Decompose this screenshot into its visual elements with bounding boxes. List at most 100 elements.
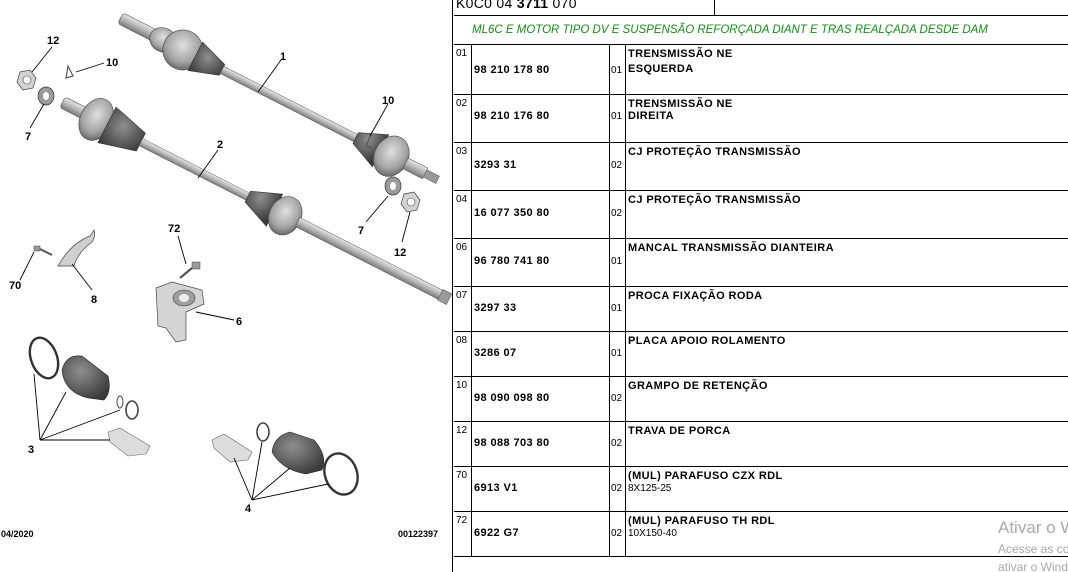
callout-10-upper: 10 (106, 57, 118, 69)
part-description: GRAMPO DE RETENÇÃO (628, 380, 768, 392)
table-row[interactable]: 04 16 077 350 80 02 CJ PROTEÇÃO TRANSMIS… (454, 191, 1068, 239)
callout-7-upper: 7 (25, 131, 31, 143)
part-reference: 3293 31 (474, 159, 517, 171)
table-row[interactable]: 12 98 088 703 80 02 TRAVA DE PORCA (454, 422, 1068, 467)
driveshaft-right (60, 97, 452, 305)
part-quantity: 01 (611, 348, 623, 359)
part-reference: 98 088 703 80 (474, 437, 550, 449)
part-quantity: 01 (611, 111, 623, 122)
model-code-main: 3711 (516, 0, 549, 11)
watermark-title: Ativar o Windows (998, 518, 1068, 537)
model-code-row: K0C0 04 3711 070 (454, 0, 1068, 16)
watermark-line2: ativar o Windows. (998, 560, 1068, 572)
panel-divider (452, 0, 453, 572)
diagram-date: 04/2020 (1, 529, 34, 539)
part-description: PLACA APOIO ROLAMENTO (628, 335, 786, 347)
nut-upper (37, 86, 55, 106)
item-number: 07 (456, 290, 468, 301)
configuration-banner: ML6C E MOTOR TIPO DV E SUSPENSÃO REFORÇA… (454, 16, 1068, 45)
part-quantity: 02 (611, 438, 623, 449)
item-number: 72 (456, 515, 468, 526)
callout-10-lower: 10 (382, 95, 394, 107)
part-reference: 6913 V1 (474, 482, 518, 494)
part-reference: 98 210 176 80 (474, 110, 550, 122)
part-reference: 16 077 350 80 (474, 207, 550, 219)
part-description-line2: ESQUERDA (628, 63, 694, 75)
table-row[interactable]: 03 3293 31 02 CJ PROTEÇÃO TRANSMISSÃO (454, 143, 1068, 191)
part-quantity: 02 (611, 483, 623, 494)
part-description: (MUL) PARAFUSO CZX RDL (628, 470, 783, 482)
parts-diagram: 12 10 7 1 2 10 7 12 72 70 8 6 3 4 (9, 13, 452, 515)
part-dimension: 8X125-25 (628, 483, 672, 494)
boot-kit-4 (211, 422, 359, 496)
item-number: 10 (456, 380, 468, 391)
leader-lines (19, 46, 411, 501)
table-row[interactable]: 10 98 090 098 80 02 GRAMPO DE RETENÇÃO (454, 377, 1068, 422)
configuration-banner-text: ML6C E MOTOR TIPO DV E SUSPENSÃO REFORÇA… (472, 24, 988, 36)
item-number: 12 (456, 425, 468, 436)
part-description: TRAVA DE PORCA (628, 425, 731, 437)
callout-2: 2 (217, 139, 223, 151)
table-row[interactable]: 07 3297 33 01 PROCA FIXAÇÃO RODA (454, 287, 1068, 332)
callout-12-lower: 12 (394, 247, 406, 259)
callout-7-lower: 7 (358, 225, 364, 237)
callout-12-upper: 12 (47, 35, 59, 47)
part-quantity: 02 (611, 393, 623, 404)
part-description: TRENSMISSÃO NE (628, 98, 733, 110)
bearing-plate (57, 229, 96, 267)
item-number: 70 (456, 470, 468, 481)
part-description: (MUL) PARAFUSO TH RDL (628, 515, 775, 527)
part-description: PROCA FIXAÇÃO RODA (628, 290, 763, 302)
item-number: 08 (456, 335, 468, 346)
part-quantity: 01 (611, 256, 623, 267)
part-reference: 98 090 098 80 (474, 392, 550, 404)
part-reference: 98 210 178 80 (474, 64, 550, 76)
watermark-line1: Acesse as configurações para (998, 542, 1068, 556)
nut-lower (384, 176, 402, 196)
callout-1: 1 (280, 51, 286, 63)
part-description: CJ PROTEÇÃO TRANSMISSÃO (628, 194, 801, 206)
callout-8: 8 (91, 294, 97, 306)
part-reference: 6922 G7 (474, 527, 520, 539)
part-reference: 96 780 741 80 (474, 255, 550, 267)
item-number: 04 (456, 194, 468, 205)
callout-72: 72 (168, 223, 180, 235)
part-quantity: 02 (611, 160, 623, 171)
part-description: CJ PROTEÇÃO TRANSMISSÃO (628, 146, 801, 158)
boot-kit-3 (28, 336, 151, 457)
bearing-mount (155, 281, 205, 343)
nut-lock-upper (16, 69, 37, 91)
model-code-suffix: 070 (548, 0, 577, 11)
table-row[interactable]: 08 3286 07 01 PLACA APOIO ROLAMENTO (454, 332, 1068, 377)
part-description: MANCAL TRANSMISSÃO DIANTEIRA (628, 242, 834, 254)
bolt-70 (33, 245, 53, 256)
part-reference: 3286 07 (474, 347, 517, 359)
bolt-72 (179, 261, 201, 279)
nut-lock-lower (400, 191, 421, 213)
callout-4: 4 (245, 503, 252, 515)
callout-70: 70 (9, 280, 21, 292)
item-number: 03 (456, 146, 468, 157)
diagram-doc-number: 00122397 (398, 529, 439, 539)
table-row[interactable]: 06 96 780 741 80 01 MANCAL TRANSMISSÃO D… (454, 239, 1068, 287)
part-description: TRENSMISSÃO NE (628, 48, 733, 60)
part-quantity: 02 (611, 208, 623, 219)
driveshaft-left (118, 13, 440, 184)
clip-lower (365, 131, 373, 149)
table-row[interactable]: 01 98 210 178 80 01 TRENSMISSÃO NE ESQUE… (454, 45, 1068, 95)
part-quantity: 02 (611, 528, 623, 539)
windows-activation-watermark: Ativar o Windows Acesse as configurações… (998, 518, 1068, 572)
item-number: 01 (456, 48, 468, 59)
callout-6: 6 (236, 316, 242, 328)
clip-upper (65, 64, 74, 79)
part-description-line2: DIREITA (628, 110, 674, 122)
table-row[interactable]: 72 6922 G7 02 (MUL) PARAFUSO TH RDL 10X1… (454, 512, 1068, 557)
item-number: 02 (456, 98, 468, 109)
part-quantity: 01 (611, 303, 623, 314)
part-reference: 3297 33 (474, 302, 517, 314)
table-row[interactable]: 70 6913 V1 02 (MUL) PARAFUSO CZX RDL 8X1… (454, 467, 1068, 512)
part-quantity: 01 (611, 65, 623, 76)
part-dimension: 10X150-40 (628, 528, 677, 539)
table-row[interactable]: 02 98 210 176 80 01 TRENSMISSÃO NE DIREI… (454, 95, 1068, 143)
code-row-separator (714, 0, 715, 16)
